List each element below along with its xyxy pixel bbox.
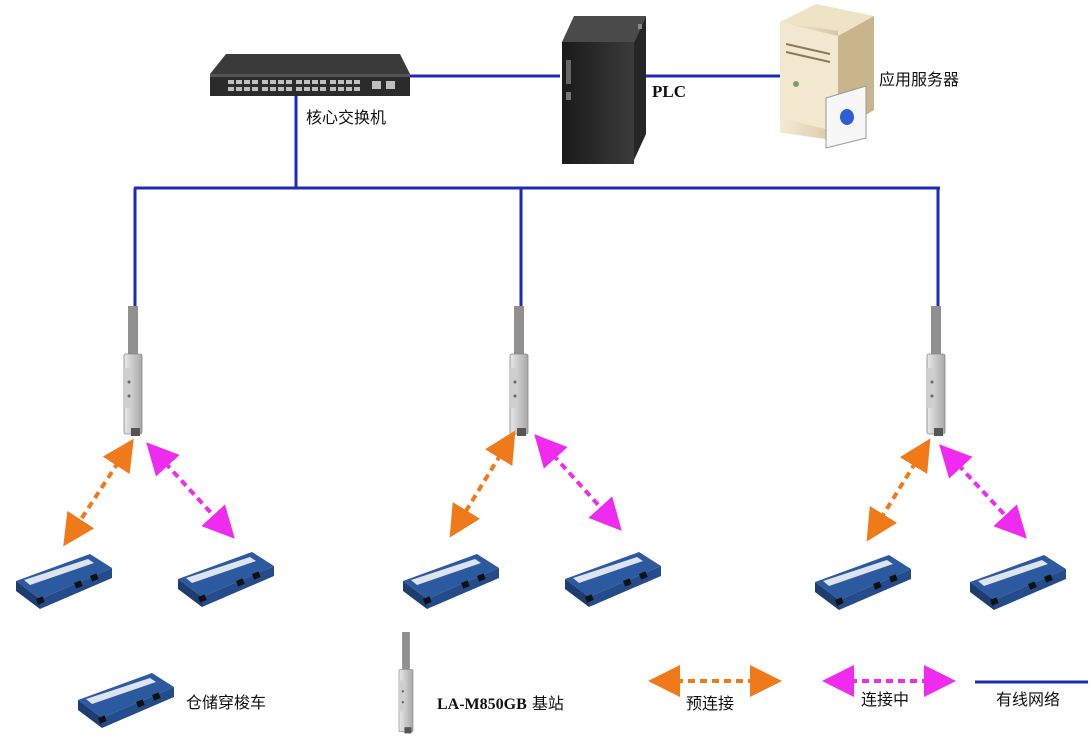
base-station-1 [123, 305, 143, 437]
connecting-link-1 [146, 442, 235, 539]
legend-shuttle-label: 仓储穿梭车 [186, 693, 267, 712]
core-switch-label: 核心交换机 [306, 108, 387, 127]
shuttle-car-1 [16, 554, 112, 609]
base-station-suffix: 基站 [531, 694, 564, 713]
base-station-3 [926, 305, 946, 437]
base-station-model: LA-M850GB [437, 696, 527, 713]
legend-base-station-label: LA-M850GB 基站 [437, 690, 564, 714]
shuttle-car-5 [815, 555, 911, 610]
base-station-2 [509, 305, 529, 437]
network-switch-icon [210, 54, 410, 96]
legend-shuttle-icon [78, 673, 174, 728]
app-server-label: 应用服务器 [879, 70, 960, 89]
server-icon [780, 4, 874, 149]
legend-pre-connect-label: 预连接 [686, 694, 735, 713]
pre-connect-link-3 [866, 438, 931, 542]
plc-icon [562, 16, 646, 164]
wired-network-lines [133, 74, 940, 306]
legend-connecting-label: 连接中 [861, 690, 910, 709]
legend-base-station-icon [398, 631, 414, 734]
legend-wired-label: 有线网络 [996, 690, 1061, 709]
pre-connect-link-2 [449, 430, 516, 538]
pre-connect-link-1 [63, 438, 134, 547]
shuttle-car-4 [565, 552, 661, 607]
shuttle-car-2 [178, 552, 274, 607]
shuttle-car-6 [970, 555, 1066, 610]
connecting-link-3 [939, 444, 1027, 539]
connecting-link-2 [534, 434, 622, 531]
plc-label: PLC [652, 82, 686, 101]
shuttle-car-3 [403, 554, 499, 609]
